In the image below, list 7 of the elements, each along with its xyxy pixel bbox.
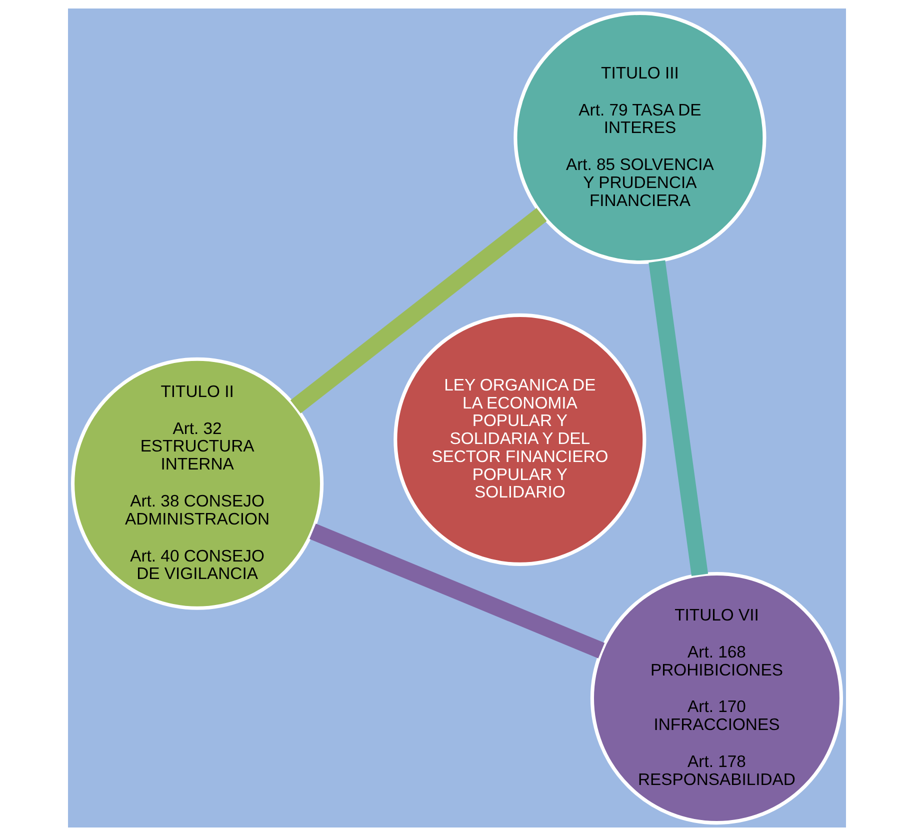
node-circle: LEY ORGANICA DE LA ECONOMIA POPULAR Y SOLIDARIA Y DEL SECTOR FINANCIERO POPULAR Y SOLIDARIO [393, 313, 646, 566]
node-circle: TITULO VII Art. 168 PROHIBICIONES Art. 170 INFRACCIONES Art. 178 RESPONSABILIDAD [590, 572, 843, 825]
connector [290, 208, 546, 414]
node-circle: TITULO III Art. 79 TASA DE INTERES Art. 85 SOLVENCIA Y PRUDENCIA FINANCIERA [513, 11, 766, 264]
connector [309, 524, 604, 658]
connector [648, 260, 708, 576]
node-circle: TITULO II Art. 32 ESTRUCTURA INTERNA Art. 38 CONSEJO ADMINISTRACION Art. 40 CONSEJO DE VIGILANCIA [70, 357, 324, 610]
